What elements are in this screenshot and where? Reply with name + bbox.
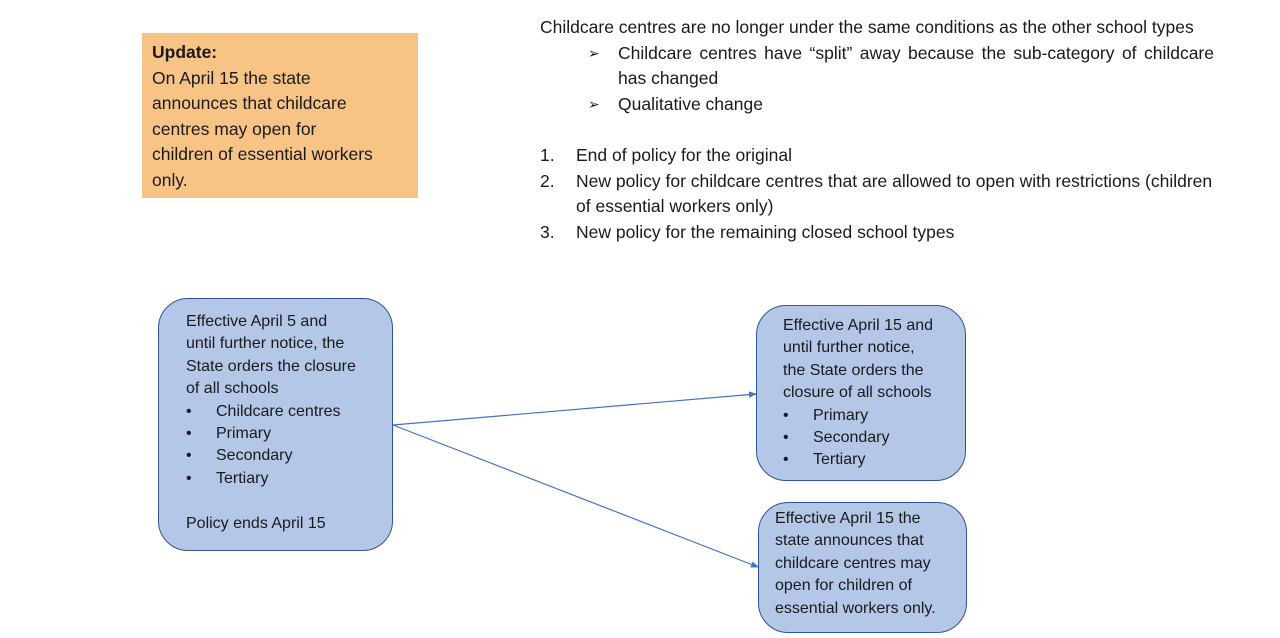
update-callout: Update: On April 15 the state announces … (142, 33, 418, 198)
box-line: State orders the closure (186, 357, 356, 375)
school-type-item: • Tertiary (783, 449, 959, 471)
school-type-item: • Tertiary (186, 468, 384, 490)
school-type-item: • Secondary (783, 427, 959, 449)
school-type-list: • Childcare centres • Primary • Secondary •… (186, 401, 384, 491)
box-line: until further notice, (783, 339, 915, 357)
school-type-item: • Primary (186, 423, 384, 445)
childcare-policy-box: Effective April 15 the state announces t… (758, 502, 967, 633)
school-type-label: Secondary (216, 447, 293, 465)
notes-arrow-text: Qualitative change (618, 93, 763, 114)
school-type-item: • Primary (783, 405, 959, 427)
box-line: essential workers only. (775, 599, 936, 617)
original-policy-box: Effective April 5 and until further noti… (158, 298, 393, 551)
item-text: End of policy for the original (576, 145, 792, 165)
school-type-label: Secondary (813, 429, 890, 447)
box-line: open for children of (775, 577, 912, 595)
notes-numbered-item: 2. New policy for childcare centres that… (540, 169, 1214, 220)
school-type-list: • Primary • Secondary • Tertiary (783, 405, 959, 472)
notes-numbered-list: 1. End of policy for the original 2. New… (540, 143, 1214, 245)
box-line: until further notice, the (186, 335, 345, 353)
bullet-dot-icon: • (186, 402, 192, 420)
update-line: children of essential workers (152, 144, 373, 164)
school-type-label: Tertiary (813, 451, 866, 469)
update-line: On April 15 the state (152, 67, 311, 88)
bullet-dot-icon: • (186, 469, 192, 487)
school-type-item: • Secondary (186, 445, 384, 467)
arrow-bullet-icon: ➢ (588, 44, 600, 61)
notes-numbered-item: 1. End of policy for the original (540, 143, 1214, 169)
update-line: centres may open for (152, 118, 317, 139)
arrow-to-childcare-policy (392, 424, 759, 568)
item-text: New policy for the remaining closed scho… (576, 221, 955, 242)
box-line: Effective April 5 and (186, 313, 328, 330)
policy-end-note: Policy ends April 15 (186, 514, 326, 532)
notes-intro: Childcare centres are no longer under th… (540, 17, 1194, 37)
notes-numbered-item: 3. New policy for the remaining closed s… (540, 220, 1214, 246)
school-type-label: Tertiary (216, 469, 269, 487)
bullet-dot-icon: • (783, 406, 789, 424)
item-number: 1. (540, 145, 555, 165)
notes-arrow-text: Childcare centres have “split” away beca… (618, 42, 1214, 89)
bullet-dot-icon: • (783, 429, 789, 447)
box-line: childcare centres may (775, 554, 931, 572)
bullet-dot-icon: • (783, 451, 789, 469)
remaining-schools-policy-box: Effective April 15 and until further not… (756, 305, 966, 481)
explanation-notes: Childcare centres are no longer under th… (540, 15, 1214, 245)
box-line: of all schools (186, 380, 279, 398)
box-line: the State orders the (783, 361, 924, 379)
bullet-dot-icon: • (186, 425, 192, 443)
arrow-to-remaining-policy (392, 391, 757, 426)
school-type-label: Childcare centres (216, 402, 341, 420)
school-type-label: Primary (813, 406, 869, 424)
item-text: New policy for childcare centres that ar… (576, 170, 1213, 217)
update-title: Update: (152, 42, 218, 62)
update-line: only. (152, 169, 188, 190)
item-number: 3. (540, 221, 555, 242)
bullet-dot-icon: • (186, 447, 192, 465)
arrow-bullet-icon: ➢ (588, 95, 600, 112)
school-type-item: • Childcare centres (186, 401, 384, 423)
notes-arrow-item: ➢ Childcare centres have “split” away be… (540, 41, 1214, 92)
notes-arrow-item: ➢ Qualitative change (540, 92, 1214, 118)
box-line: closure of all schools (783, 384, 932, 402)
school-type-label: Primary (216, 425, 272, 443)
box-line: state announces that (775, 532, 924, 550)
item-number: 2. (540, 170, 555, 191)
update-line: announces that childcare (152, 93, 347, 113)
box-line: Effective April 15 and (783, 317, 934, 334)
notes-arrow-list: ➢ Childcare centres have “split” away be… (540, 41, 1214, 118)
box-line: Effective April 15 the (775, 510, 921, 527)
